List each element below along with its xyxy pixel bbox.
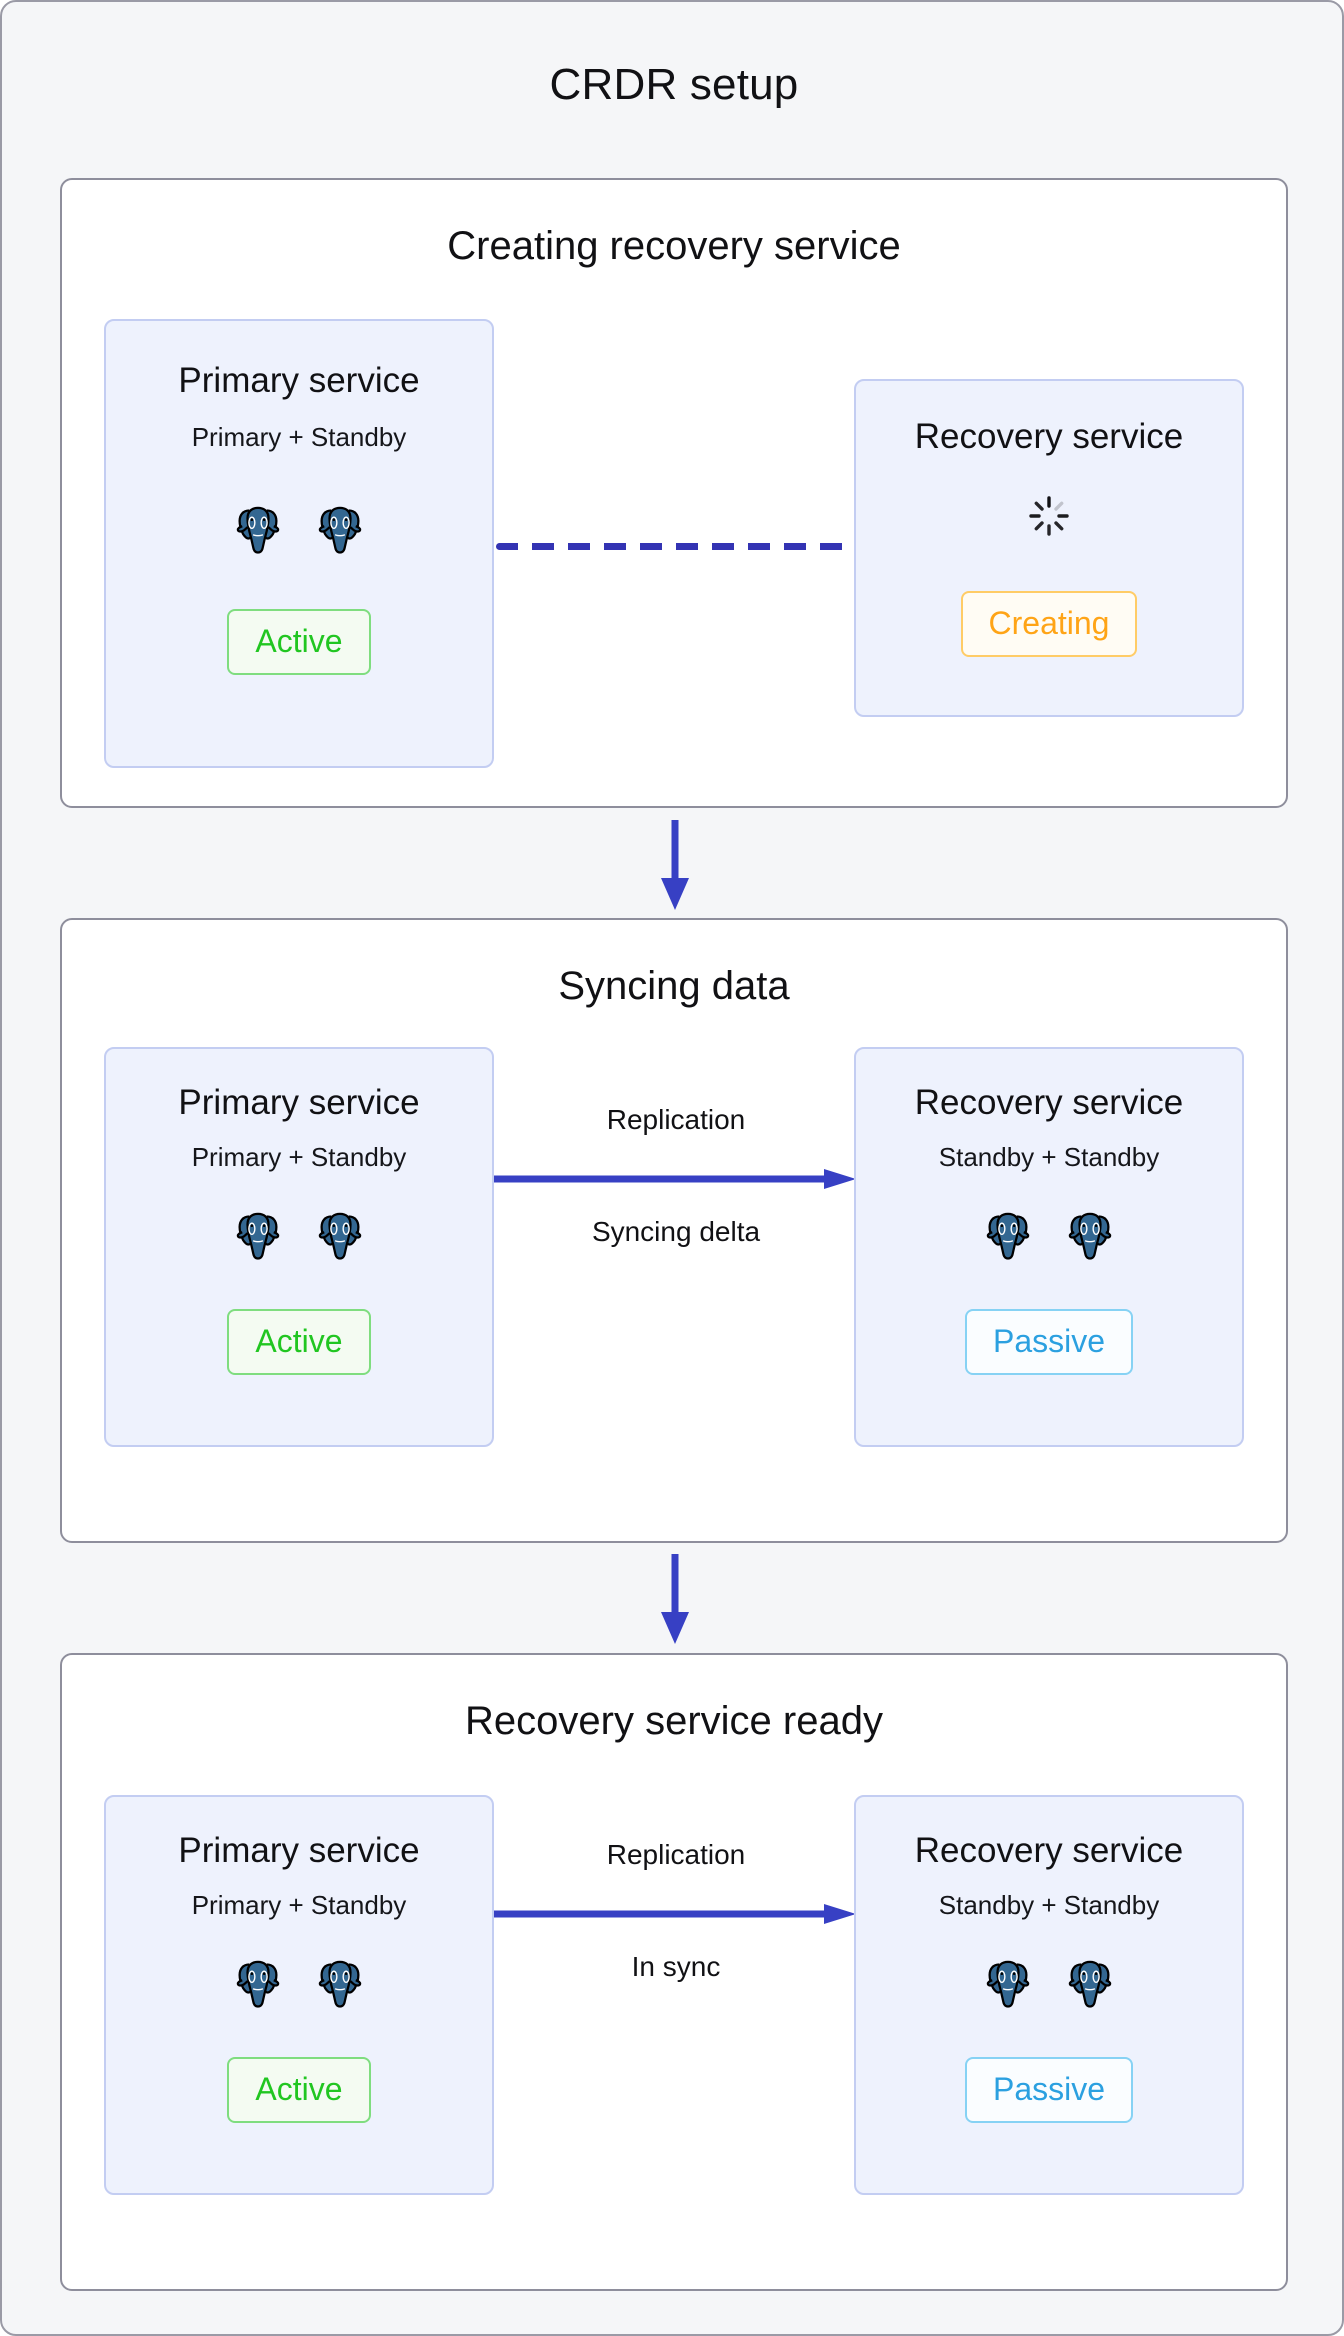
replication-arrow-icon <box>494 1168 858 1190</box>
stage-title: Creating recovery service <box>447 224 901 268</box>
stage-panel-syncing-data: Syncing data Primary service Primary + S… <box>60 918 1288 1543</box>
service-name: Primary service <box>178 361 420 400</box>
recovery-service-box: Recovery service Creating <box>854 379 1244 717</box>
service-subtitle: Primary + Standby <box>191 422 407 452</box>
stage-title: Recovery service ready <box>465 1699 883 1743</box>
database-node-row <box>980 1206 1118 1267</box>
postgresql-elephant-icon <box>312 1954 368 2015</box>
replication-label-top: Replication <box>606 1839 746 1870</box>
status-badge: Active <box>227 1309 371 1375</box>
service-subtitle: Primary + Standby <box>191 1142 407 1172</box>
database-node-row <box>230 1206 368 1267</box>
database-node-row <box>230 500 368 561</box>
status-badge: Passive <box>964 1309 1134 1375</box>
recovery-service-box: Recovery service Standby + Standby <box>854 1047 1244 1447</box>
status-badge: Creating <box>960 591 1138 657</box>
postgresql-elephant-icon <box>230 1954 286 2015</box>
postgresql-elephant-icon <box>312 500 368 561</box>
postgresql-elephant-icon <box>230 500 286 561</box>
dashed-connector <box>496 543 914 550</box>
stage-panel-recovery-service-ready: Recovery service ready Primary service P… <box>60 1653 1288 2291</box>
replication-label-bottom: In sync <box>631 1951 721 1982</box>
flow-arrow-down-icon <box>658 1554 692 1646</box>
replication-connector: Replication In sync <box>494 1841 858 1981</box>
postgresql-elephant-icon <box>312 1206 368 1267</box>
primary-service-box: Primary service Primary + Standby <box>104 1047 494 1447</box>
replication-connector: Replication Syncing delta <box>494 1106 858 1246</box>
database-node-row <box>980 1954 1118 2015</box>
service-name: Recovery service <box>914 417 1184 456</box>
service-subtitle: Primary + Standby <box>191 1890 407 1920</box>
replication-label-top: Replication <box>606 1104 746 1135</box>
loading-spinner-icon <box>1027 494 1071 543</box>
postgresql-elephant-icon <box>980 1206 1036 1267</box>
recovery-service-box: Recovery service Standby + Standby <box>854 1795 1244 2195</box>
page-title: CRDR setup <box>549 60 799 109</box>
service-name: Primary service <box>178 1083 420 1122</box>
postgresql-elephant-icon <box>1062 1954 1118 2015</box>
postgresql-elephant-icon <box>1062 1206 1118 1267</box>
flow-arrow-down-icon <box>658 820 692 912</box>
postgresql-elephant-icon <box>230 1206 286 1267</box>
service-subtitle: Standby + Standby <box>938 1142 1160 1172</box>
service-name: Primary service <box>178 1831 420 1870</box>
status-badge: Active <box>227 2057 371 2123</box>
replication-label-bottom: Syncing delta <box>591 1216 761 1247</box>
replication-arrow-icon <box>494 1903 858 1925</box>
database-node-row <box>230 1954 368 2015</box>
primary-service-box: Primary service Primary + Standby <box>104 319 494 768</box>
service-name: Recovery service <box>914 1083 1184 1122</box>
stage-panel-creating-recovery-service: Creating recovery service Primary servic… <box>60 178 1288 808</box>
postgresql-elephant-icon <box>980 1954 1036 2015</box>
primary-service-box: Primary service Primary + Standby <box>104 1795 494 2195</box>
service-subtitle: Standby + Standby <box>938 1890 1160 1920</box>
status-badge: Passive <box>964 2057 1134 2123</box>
status-badge: Active <box>227 609 371 675</box>
stage-title: Syncing data <box>558 964 790 1008</box>
service-name: Recovery service <box>914 1831 1184 1870</box>
